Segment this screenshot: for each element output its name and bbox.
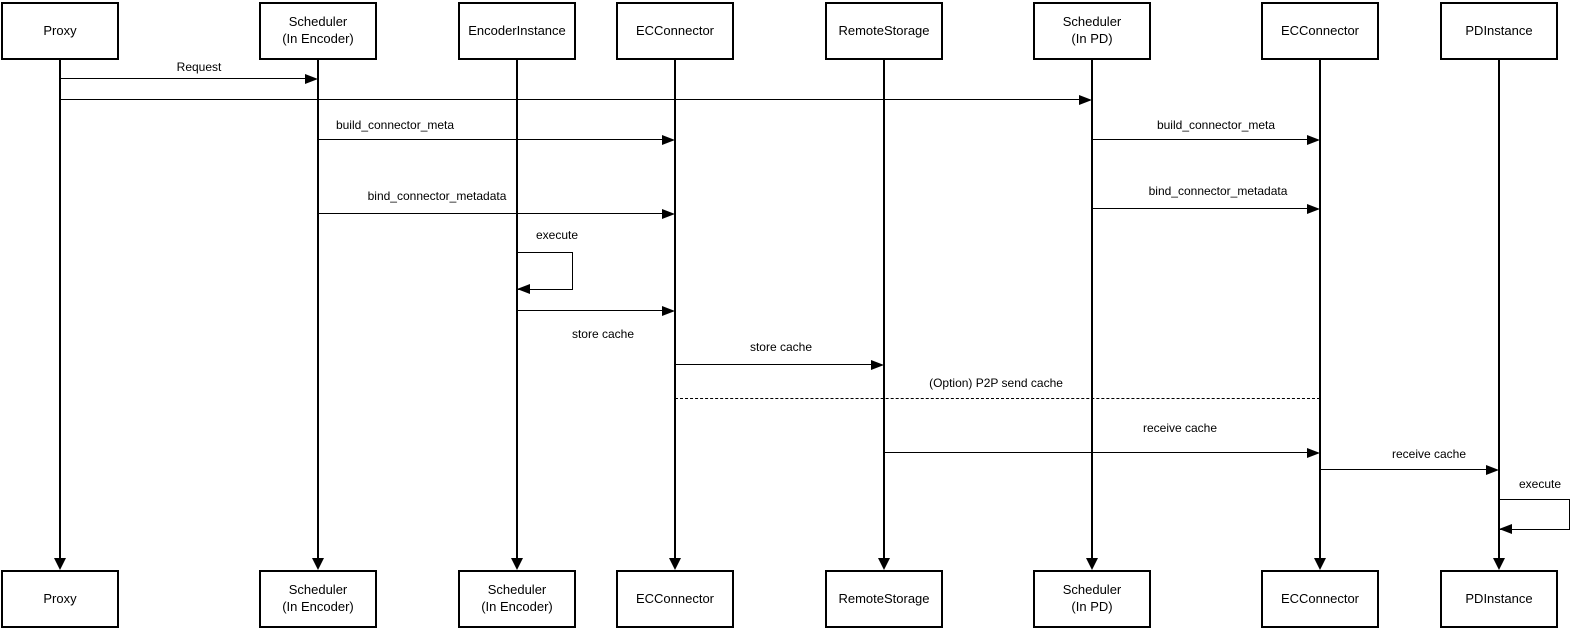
participant-bottom-box-ec-connector-pd: ECConnector — [1261, 570, 1379, 628]
message-arrowhead-icon — [1486, 465, 1499, 475]
message-label-encoder-store-cache: store cache — [571, 327, 635, 341]
participant-label: ECConnector — [635, 590, 715, 606]
message-line-receive-cache-from-remote — [884, 452, 1309, 453]
self-message-loop-execute-pd — [1499, 499, 1570, 530]
message-arrowhead-icon — [1079, 95, 1092, 105]
lifeline-end-arrowhead-icon — [54, 558, 66, 570]
participant-label: RemoteStorage — [838, 22, 930, 38]
participant-bottom-box-remote-storage: RemoteStorage — [825, 570, 943, 628]
message-arrowhead-icon — [305, 74, 318, 84]
participant-top-box-pd-instance: PDInstance — [1440, 2, 1558, 60]
message-label-build-connector-meta-encoder: build_connector_meta — [335, 118, 455, 132]
message-line-store-cache-remote — [675, 364, 873, 365]
participant-label: ECConnector — [1280, 590, 1360, 606]
participant-label: PDInstance — [1465, 22, 1533, 38]
message-arrowhead-icon — [1499, 524, 1512, 534]
participant-top-box-ec-connector-pd: ECConnector — [1261, 2, 1379, 60]
participant-label: RemoteStorage — [838, 590, 930, 606]
message-line-request — [60, 78, 307, 79]
message-line-bind-connector-metadata-encoder — [318, 213, 664, 214]
participant-bottom-box-ec-connector: ECConnector — [616, 570, 734, 628]
participant-top-box-scheduler-pd: Scheduler (In PD) — [1033, 2, 1151, 60]
participant-label: Proxy — [43, 22, 77, 38]
participant-label: Scheduler (In Encoder) — [481, 582, 553, 614]
participant-bottom-box-encoder-instance: Scheduler (In Encoder) — [458, 570, 576, 628]
participant-bottom-box-scheduler-encoder: Scheduler (In Encoder) — [259, 570, 377, 628]
participant-top-box-remote-storage: RemoteStorage — [825, 2, 943, 60]
message-arrowhead-icon — [662, 306, 675, 316]
lifeline-proxy — [59, 60, 61, 558]
message-line-receive-cache-to-pd — [1320, 469, 1488, 470]
message-line-build-connector-meta-pd — [1092, 139, 1309, 140]
message-label-p2p-send-cache: (Option) P2P send cache — [929, 376, 1063, 390]
message-label-bind-connector-metadata-pd: bind_connector_metadata — [1148, 184, 1288, 198]
message-label-store-cache-remote: store cache — [749, 340, 813, 354]
lifeline-remote-storage — [883, 60, 885, 558]
message-arrowhead-icon — [1307, 448, 1320, 458]
message-label-build-connector-meta-pd: build_connector_meta — [1156, 118, 1276, 132]
participant-label: Proxy — [43, 590, 77, 606]
self-message-loop-execute-encoder — [517, 252, 573, 290]
message-line-p2p-send-cache — [675, 398, 1320, 399]
participant-top-box-encoder-instance: EncoderInstance — [458, 2, 576, 60]
message-arrowhead-icon — [871, 360, 884, 370]
participant-top-box-proxy: Proxy — [1, 2, 119, 60]
lifeline-ec-connector — [674, 60, 676, 558]
lifeline-end-arrowhead-icon — [511, 558, 523, 570]
message-label-request: Request — [176, 60, 222, 74]
participant-top-box-ec-connector: ECConnector — [616, 2, 734, 60]
participant-bottom-box-scheduler-pd: Scheduler (In PD) — [1033, 570, 1151, 628]
participant-bottom-box-pd-instance: PDInstance — [1440, 570, 1558, 628]
participant-top-box-scheduler-encoder: Scheduler (In Encoder) — [259, 2, 377, 60]
message-label-execute-pd: execute — [1518, 477, 1562, 491]
message-arrowhead-icon — [517, 284, 530, 294]
participant-label: Scheduler (In Encoder) — [282, 582, 354, 614]
message-arrowhead-icon — [662, 135, 675, 145]
lifeline-encoder-instance — [516, 60, 518, 558]
lifeline-end-arrowhead-icon — [312, 558, 324, 570]
message-line-request-to-pd-scheduler — [60, 99, 1081, 100]
message-arrowhead-icon — [662, 209, 675, 219]
message-arrowhead-icon — [1307, 204, 1320, 214]
lifeline-end-arrowhead-icon — [1314, 558, 1326, 570]
participant-label: Scheduler (In PD) — [1062, 14, 1122, 46]
lifeline-end-arrowhead-icon — [878, 558, 890, 570]
message-line-bind-connector-metadata-pd — [1092, 208, 1309, 209]
participant-label: ECConnector — [635, 22, 715, 38]
lifeline-scheduler-encoder — [317, 60, 319, 558]
lifeline-ec-connector-pd — [1319, 60, 1321, 558]
participant-label: PDInstance — [1465, 590, 1533, 606]
message-label-bind-connector-metadata-encoder: bind_connector_metadata — [367, 189, 507, 203]
participant-bottom-box-proxy: Proxy — [1, 570, 119, 628]
lifeline-end-arrowhead-icon — [669, 558, 681, 570]
participant-label: EncoderInstance — [468, 22, 566, 38]
lifeline-end-arrowhead-icon — [1086, 558, 1098, 570]
participant-label: Scheduler (In Encoder) — [282, 14, 354, 46]
message-label-receive-cache-to-pd: receive cache — [1391, 447, 1467, 461]
participant-label: ECConnector — [1280, 22, 1360, 38]
message-label-receive-cache-from-remote: receive cache — [1142, 421, 1218, 435]
message-label-execute-encoder: execute — [535, 228, 579, 242]
lifeline-end-arrowhead-icon — [1493, 558, 1505, 570]
lifeline-scheduler-pd — [1091, 60, 1093, 558]
message-line-encoder-store-cache — [517, 310, 664, 311]
lifeline-pd-instance — [1498, 60, 1500, 558]
message-line-build-connector-meta-encoder — [318, 139, 664, 140]
participant-label: Scheduler (In PD) — [1062, 582, 1122, 614]
message-arrowhead-icon — [1307, 135, 1320, 145]
